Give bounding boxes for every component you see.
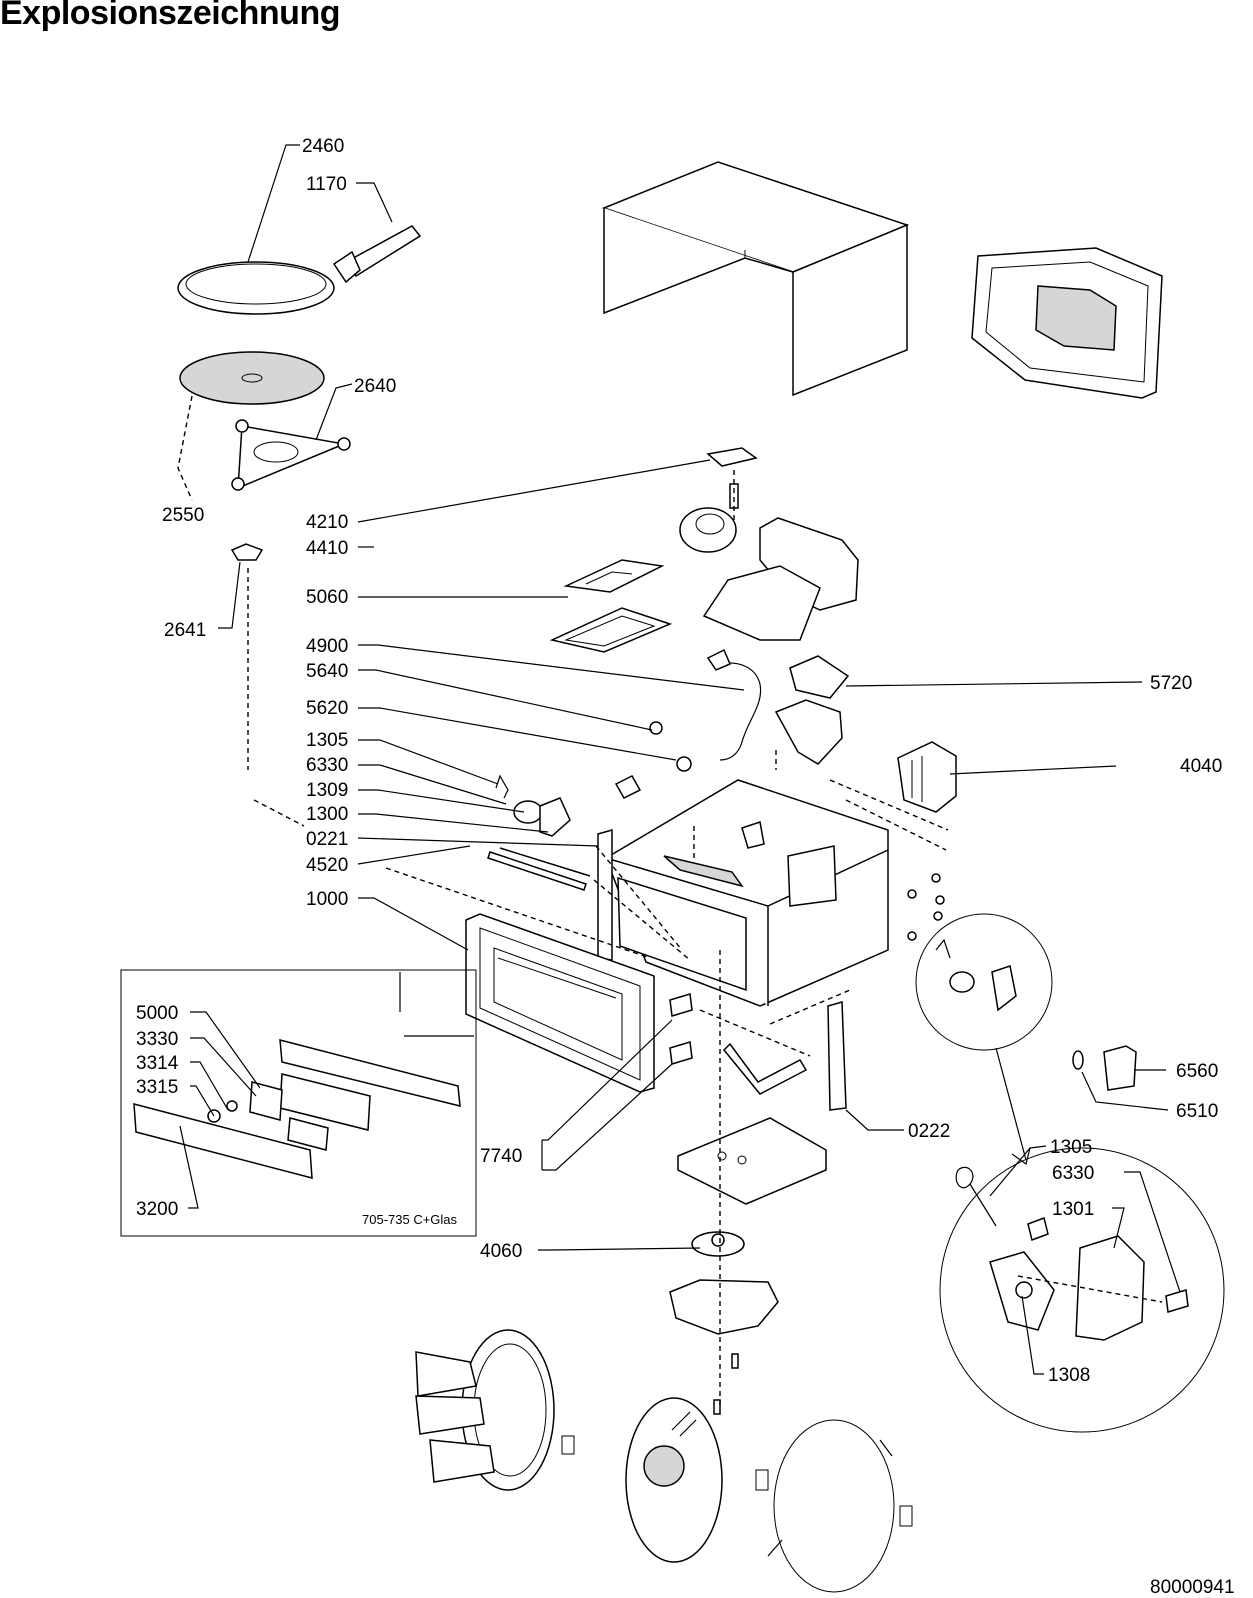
inset-box: [120, 969, 477, 1237]
label-5720: 5720: [1150, 673, 1192, 694]
inset-caption: 705-735 C+Glas: [362, 1212, 458, 1227]
turntable-motor: [691, 1231, 745, 1257]
leader-lines: [177, 144, 1181, 1406]
oven-cavity: [597, 779, 889, 1007]
label-4060: 4060: [480, 1241, 522, 1262]
control-pcb: [563, 559, 665, 593]
base-plate: [677, 1117, 827, 1205]
transformer-bracket: [789, 655, 850, 699]
mounting-plate: [774, 699, 843, 765]
control-panel-parts: [133, 1039, 461, 1179]
label-3200: 3200: [136, 1199, 178, 1220]
hand-removal-illustration: [415, 1329, 575, 1491]
detail-callout-arrow: [1011, 1147, 1031, 1166]
detail-callout-line: [995, 1047, 1027, 1161]
lamp: [1072, 1050, 1084, 1070]
thermostat: [649, 721, 692, 772]
drawing-number: 80000941: [1150, 1577, 1235, 1598]
grill-tool-part: [332, 225, 422, 284]
label-1309: 1309: [306, 780, 348, 801]
label-1000: 1000: [306, 889, 348, 910]
bottom-screws: [713, 1353, 739, 1415]
turntable-support: [231, 419, 351, 491]
label-3314: 3314: [136, 1053, 179, 1074]
oven-door: [465, 913, 655, 1093]
detail-label-1308: 1308: [1048, 1365, 1090, 1386]
switch-relay: [614, 775, 642, 799]
label-4040: 4040: [1180, 756, 1222, 777]
detail-label-6330: 6330: [1052, 1163, 1094, 1184]
housing-cover: [601, 161, 910, 397]
label-0221: 0221: [306, 829, 348, 850]
switch-holder: [539, 797, 571, 837]
label-2641: 2641: [164, 620, 206, 641]
label-5640: 5640: [306, 661, 348, 682]
door-hinges: [669, 993, 693, 1065]
lamp-holder: [1103, 1045, 1137, 1091]
side-strip: [827, 1001, 847, 1111]
air-duct: [702, 517, 859, 641]
page-title: Explosionszeichnung: [0, 0, 340, 32]
door-seal-frame: [971, 247, 1163, 399]
label-6330: 6330: [306, 755, 348, 776]
label-1305: 1305: [306, 730, 348, 751]
fan-motor: [679, 507, 737, 553]
label-2550: 2550: [162, 505, 204, 526]
pcb-frame: [549, 607, 673, 653]
hinge-bracket: [722, 1042, 808, 1095]
bottom-cover: [669, 1279, 779, 1335]
switch-spring: [495, 774, 509, 799]
turntable-plate: [179, 351, 325, 405]
detail-circle-switch: [915, 913, 1053, 1051]
rails: [487, 847, 591, 891]
label-7740: 7740: [480, 1146, 522, 1167]
label-4520: 4520: [306, 855, 348, 876]
motor-cover-illustration: [625, 1397, 723, 1563]
label-1300: 1300: [306, 804, 348, 825]
detail-label-1305: 1305: [1050, 1137, 1092, 1158]
label-4900: 4900: [306, 636, 348, 657]
turntable-coupling: [230, 543, 264, 561]
label-3315: 3315: [136, 1077, 178, 1098]
label-5620: 5620: [306, 698, 348, 719]
glass-tray: [177, 261, 335, 315]
screws: [907, 873, 945, 941]
label-0222: 0222: [908, 1121, 950, 1142]
label-5060: 5060: [306, 587, 348, 608]
transformer: [897, 741, 957, 813]
label-5000: 5000: [136, 1003, 178, 1024]
waveguide-cover: [741, 821, 765, 849]
switch-cam: [513, 800, 543, 824]
label-4210: 4210: [306, 512, 348, 533]
label-4410: 4410: [306, 538, 348, 559]
label-2460: 2460: [302, 136, 344, 157]
detail-circle-switch-enlarged: [939, 1147, 1225, 1433]
cover-ring-illustration: [755, 1419, 913, 1593]
label-6560: 6560: [1176, 1061, 1218, 1082]
fan-bracket: [706, 447, 758, 509]
label-3330: 3330: [136, 1029, 178, 1050]
detail-label-1301: 1301: [1052, 1199, 1094, 1220]
label-2640: 2640: [354, 376, 396, 397]
label-1170: 1170: [306, 174, 347, 195]
power-cable: [706, 648, 762, 761]
label-6510: 6510: [1176, 1101, 1218, 1122]
